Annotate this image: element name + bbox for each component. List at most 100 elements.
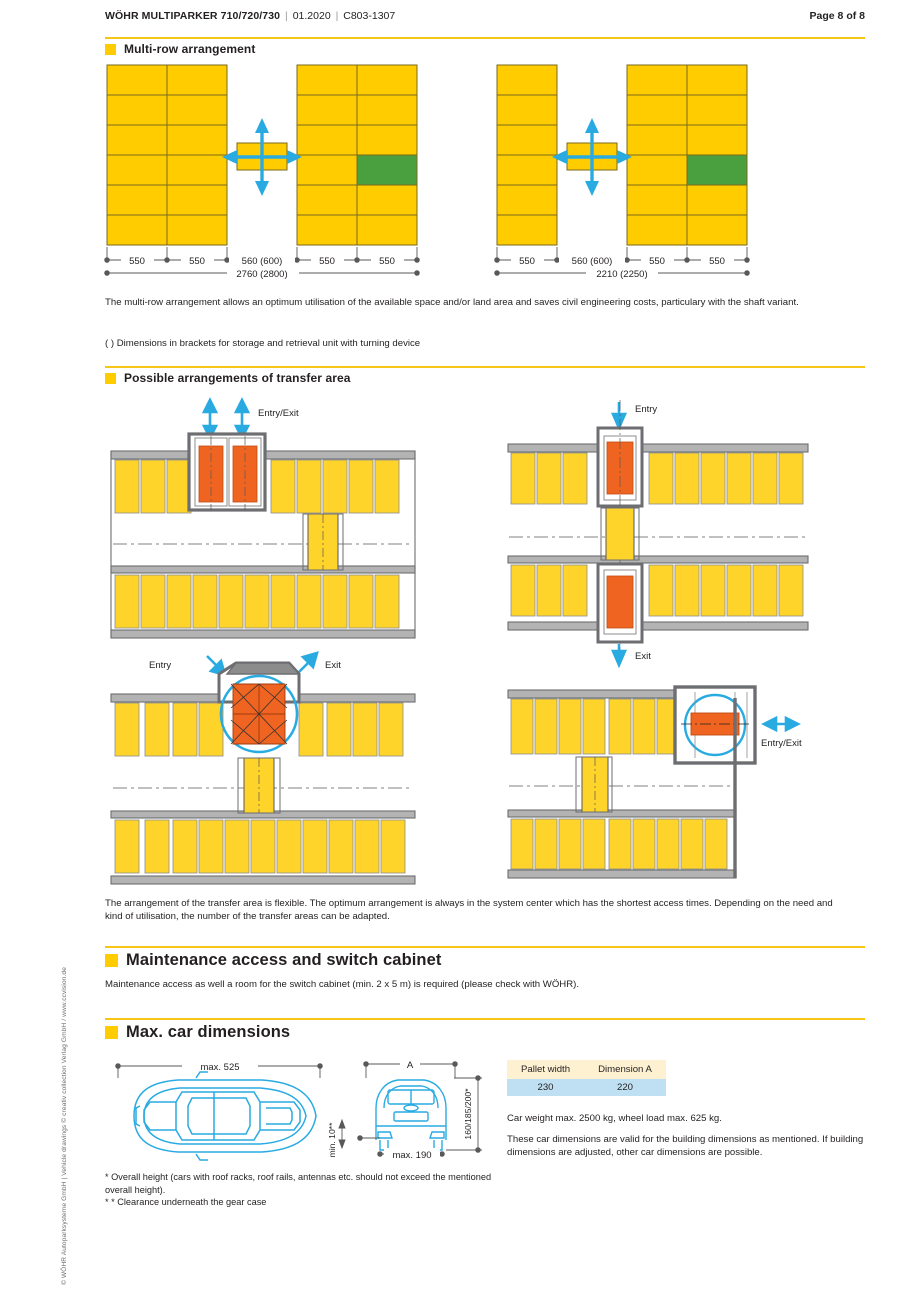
bay-grid-left xyxy=(106,64,228,246)
header-doc-code: C803-1307 xyxy=(343,10,396,22)
shuttle-bay xyxy=(575,756,613,813)
section-title-maintenance: Maintenance access and switch cabinet xyxy=(126,951,442,969)
car-outline-top xyxy=(133,1071,317,1161)
dim-label-1: 550 xyxy=(189,256,205,267)
multirow-body-text: The multi-row arrangement allows an opti… xyxy=(105,297,799,308)
dim-label-3: 550 xyxy=(319,256,335,267)
section-header-transfer: Possible arrangements of transfer area xyxy=(105,371,351,385)
entry-arrow xyxy=(611,402,627,432)
dim-label-total: 2210 (2250) xyxy=(596,269,647,280)
label-entry: Entry xyxy=(149,660,171,671)
transfer-cabin-bottom xyxy=(596,562,644,644)
side-turntable-room xyxy=(673,685,757,765)
header-date: 01.2020 xyxy=(292,10,331,22)
transfer-cabin xyxy=(187,432,267,512)
section-title-cardims: Max. car dimensions xyxy=(126,1023,291,1041)
car-validity-note: These car dimensions are valid for the b… xyxy=(507,1134,864,1159)
transfer-diagram-top-right: Entry Exit xyxy=(503,394,823,669)
label-max-track: max. 190 xyxy=(392,1150,431,1161)
header-separator-2: | xyxy=(335,10,339,22)
dim-label-total: 2760 (2800) xyxy=(236,269,287,280)
bay-grid-left xyxy=(496,64,558,246)
clearance-dimension xyxy=(338,1118,346,1150)
multirow-diagram-right: 550 560 (600) 550 550 2210 (2250) xyxy=(494,63,795,280)
page-number: Page 8 of 8 xyxy=(809,10,865,22)
turntable-housing xyxy=(217,661,301,754)
bay-row-upper xyxy=(510,452,804,505)
label-dimension-a: A xyxy=(407,1060,414,1071)
four-way-arrow-icon xyxy=(229,125,295,189)
header-separator-1: | xyxy=(285,10,288,22)
entry-exit-arrow xyxy=(761,715,801,733)
section-title-multirow: Multi-row arrangement xyxy=(124,42,256,56)
arrow-heads xyxy=(222,118,302,196)
cell-dimension-a: 220 xyxy=(584,1079,666,1096)
rule-maintenance xyxy=(105,946,865,948)
label-exit: Exit xyxy=(635,651,651,662)
bay-row-upper xyxy=(114,702,404,757)
section-title-transfer: Possible arrangements of transfer area xyxy=(124,371,351,385)
shuttle-bay xyxy=(302,513,344,571)
transfer-diagram-bottom-left: Entry Exit xyxy=(103,648,423,893)
car-top-view-diagram: max. 525 min. 10** xyxy=(104,1052,354,1161)
building-outline xyxy=(507,443,809,631)
label-entry-exit: Entry/Exit xyxy=(258,408,299,419)
bay-grid-right xyxy=(626,64,748,246)
dim-a-label-bg xyxy=(400,1058,420,1070)
dim-label-2: 550 xyxy=(649,256,665,267)
dim-label-4: 550 xyxy=(379,256,395,267)
footnote-overall-height: * Overall height (cars with roof racks, … xyxy=(105,1172,492,1195)
copyright-vertical-text: © WÖHR Autoparksysteme GmbH | Vehicle dr… xyxy=(61,967,68,1285)
pallet-dimension-table: Pallet width Dimension A 230 220 xyxy=(507,1060,666,1096)
car-outline-rear xyxy=(375,1079,447,1151)
arrow-heads xyxy=(552,118,632,196)
header-product-name: WÖHR MULTIPARKER 710/720/730 xyxy=(105,10,281,22)
rule-cardims xyxy=(105,1018,865,1020)
four-way-arrow-icon xyxy=(559,125,625,189)
section-header-cardims: Max. car dimensions xyxy=(105,1023,290,1042)
dim-label-0: 550 xyxy=(129,256,145,267)
bay-row-upper xyxy=(114,459,400,514)
table-row: 230 220 xyxy=(507,1079,666,1096)
bay-row-lower xyxy=(510,818,728,870)
exit-arrow-diagonal xyxy=(298,651,319,673)
table-header-pallet-width: Pallet width xyxy=(507,1060,585,1079)
page-header: WÖHR MULTIPARKER 710/720/730 | 01.2020 |… xyxy=(105,10,865,22)
transfer-diagram-top-left: Entry/Exit xyxy=(103,394,423,646)
turntable-circle xyxy=(219,674,299,754)
bullet-square-icon xyxy=(105,372,116,384)
header-document-info: WÖHR MULTIPARKER 710/720/730 | 01.2020 |… xyxy=(105,10,395,22)
table-header-row: Pallet width Dimension A xyxy=(507,1060,666,1079)
bullet-square-icon xyxy=(105,1026,118,1039)
dim-label-1: 560 (600) xyxy=(572,256,613,267)
turntable-circle xyxy=(683,693,747,757)
green-bay xyxy=(356,154,418,186)
section-header-maintenance: Maintenance access and switch cabinet xyxy=(105,951,441,970)
shuttle-bay xyxy=(237,757,281,814)
dimension-label-backgrounds xyxy=(121,254,404,279)
label-entry: Entry xyxy=(635,404,657,415)
footnote-clearance: * * Clearance underneath the gear case xyxy=(105,1197,267,1207)
exit-arrow xyxy=(611,644,627,669)
dim-label-0: 550 xyxy=(519,256,535,267)
height-dimension xyxy=(446,1075,482,1153)
rule-multirow xyxy=(105,37,865,39)
car-weight-note: Car weight max. 2500 kg, wheel load max.… xyxy=(507,1113,722,1124)
bay-row-upper xyxy=(510,698,680,755)
transfer-diagram-bottom-right: Entry/Exit xyxy=(503,662,823,890)
shuttle-bay xyxy=(600,507,640,561)
transfer-body-text: The arrangement of the transfer area is … xyxy=(105,898,833,923)
entry-exit-arrows xyxy=(201,397,251,441)
bullet-square-icon xyxy=(105,954,118,967)
bay-row-lower xyxy=(114,574,400,629)
length-label-bg xyxy=(182,1060,258,1072)
dimension-label-backgrounds xyxy=(511,254,734,279)
section-header-multirow: Multi-row arrangement xyxy=(105,42,255,56)
label-min-clearance: min. 10** xyxy=(327,1122,337,1158)
label-entry-exit: Entry/Exit xyxy=(761,738,802,749)
bay-row-lower xyxy=(510,564,804,617)
dim-label-3: 550 xyxy=(709,256,725,267)
table-header-dimension-a: Dimension A xyxy=(584,1060,666,1079)
label-max-length: max. 525 xyxy=(200,1062,239,1073)
shuttle-unit xyxy=(222,118,302,196)
